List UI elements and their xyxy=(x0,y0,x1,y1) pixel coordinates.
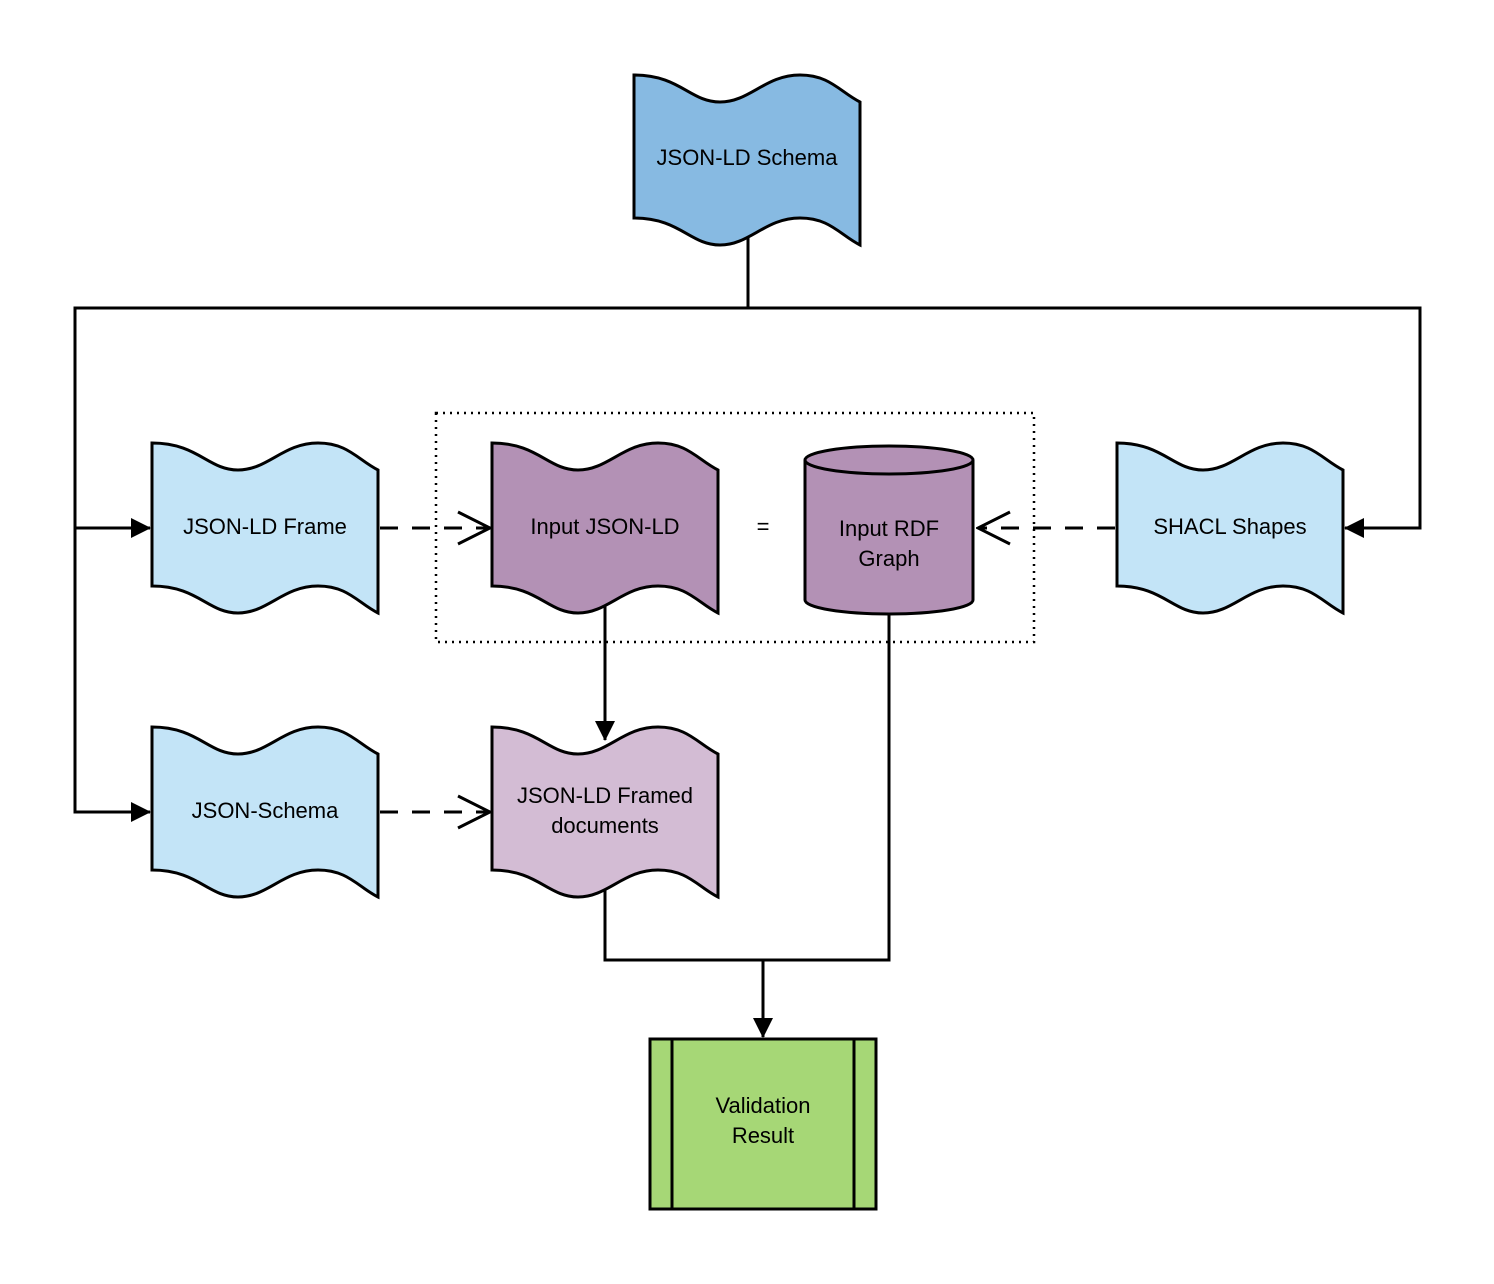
label-line: Input RDF xyxy=(839,516,939,541)
edge-rdf-graph-to-validation xyxy=(763,612,891,962)
input-jsonld-shape xyxy=(490,441,720,616)
jsonld-schema-label: JSON-LD Schema xyxy=(657,145,839,170)
node-jsonld-schema: JSON-LD Schema xyxy=(632,73,862,248)
edge-framed-docs-to-validation xyxy=(603,885,763,962)
jsonld-framed-documents-shape xyxy=(490,725,720,900)
edges xyxy=(73,232,1422,1038)
label-line: SHACL Shapes xyxy=(1153,514,1306,539)
label-line: Input JSON-LD xyxy=(530,514,679,539)
shacl-shapes-shape xyxy=(1115,441,1345,616)
jsonld-frame-label: JSON-LD Frame xyxy=(183,514,347,539)
json-schema-shape xyxy=(150,725,380,900)
jsonld-framed-documents-label: JSON-LD Framed documents xyxy=(517,783,693,838)
jsonld-frame-shape xyxy=(150,441,380,616)
edge-schema-to-frame xyxy=(73,306,748,538)
shacl-shapes-label: SHACL Shapes xyxy=(1153,514,1306,539)
edge-schema-to-shacl xyxy=(748,306,1422,538)
label-line: JSON-LD Schema xyxy=(657,145,839,170)
node-jsonld-frame: JSON-LD Frame xyxy=(150,441,380,616)
node-input-rdf-graph: Input RDF Graph xyxy=(803,444,975,616)
label-line: documents xyxy=(551,813,659,838)
validation-result-shape xyxy=(648,1037,878,1211)
equals-symbol: = xyxy=(757,514,770,539)
jsonld-schema-shape xyxy=(632,73,862,248)
node-jsonld-framed-documents: JSON-LD Framed documents xyxy=(490,725,720,900)
node-shacl-shapes: SHACL Shapes xyxy=(1115,441,1345,616)
node-json-schema: JSON-Schema xyxy=(150,725,380,900)
input-rdf-graph-label: Input RDF Graph xyxy=(839,516,939,571)
label-line: Result xyxy=(732,1123,794,1148)
edge-schema-to-json-schema xyxy=(73,528,151,822)
node-input-jsonld: Input JSON-LD xyxy=(490,441,720,616)
input-rdf-graph-rim xyxy=(803,459,975,476)
json-schema-label: JSON-Schema xyxy=(192,798,339,823)
label-line: Graph xyxy=(858,546,919,571)
label-line: JSON-LD Frame xyxy=(183,514,347,539)
label-line: JSON-LD Framed xyxy=(517,783,693,808)
label-line: Validation xyxy=(716,1093,811,1118)
input-rdf-graph-shape xyxy=(803,444,975,616)
label-line: JSON-Schema xyxy=(192,798,339,823)
input-jsonld-label: Input JSON-LD xyxy=(530,514,679,539)
